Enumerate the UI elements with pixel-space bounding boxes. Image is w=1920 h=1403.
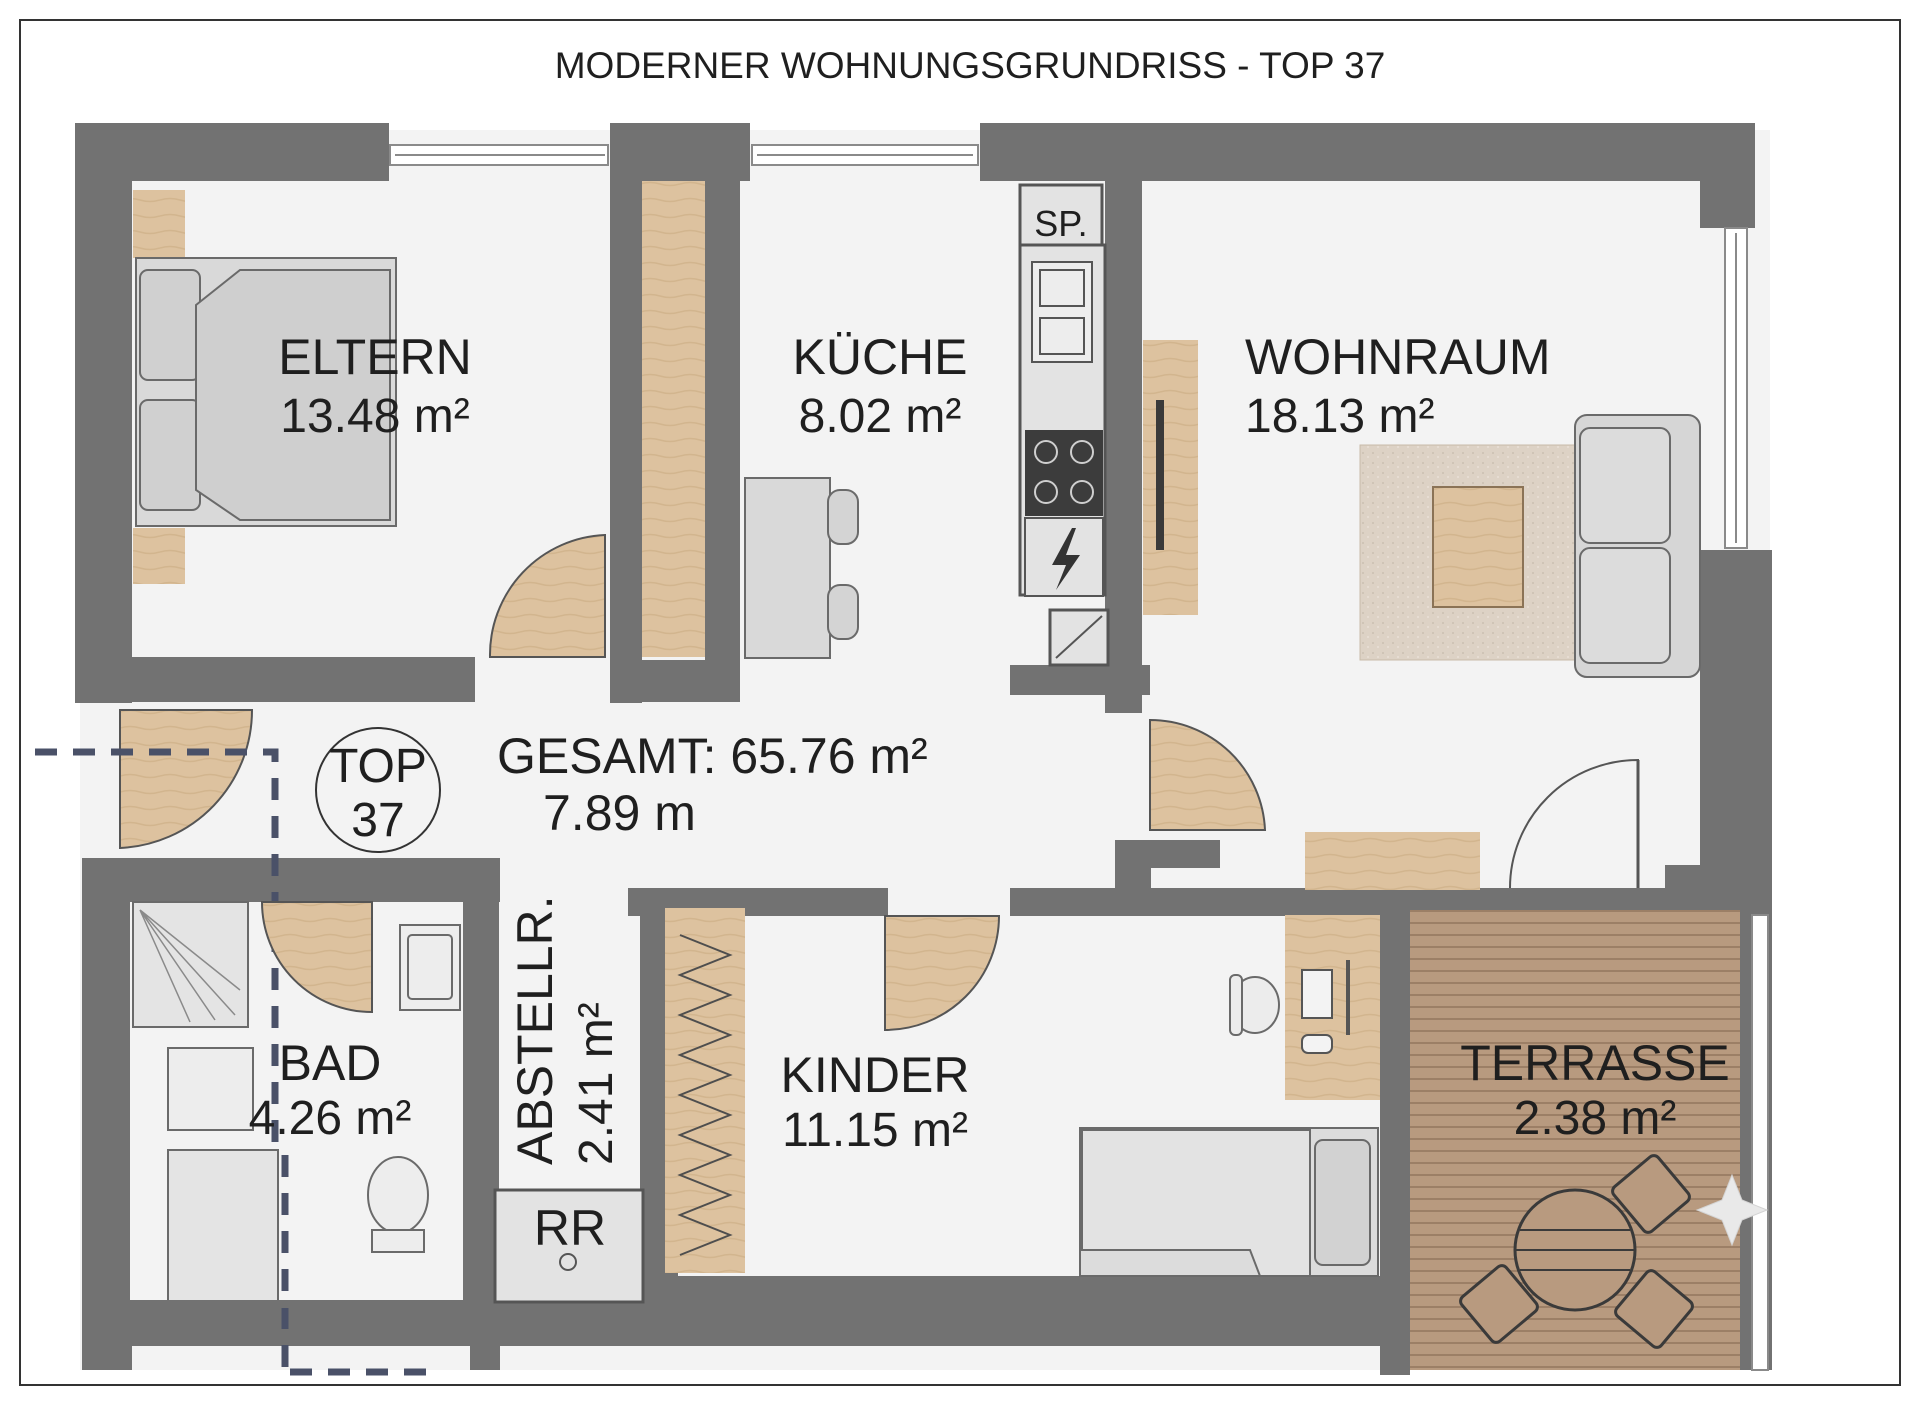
room-area-wohnraum: 18.13 m²: [1245, 390, 1434, 443]
room-name-eltern: ELTERN: [278, 329, 472, 385]
property-boundary-dashed: [35, 748, 440, 1376]
sparkle-icon: [1695, 1173, 1769, 1247]
total-area: GESAMT: 65.76 m²: [497, 728, 928, 784]
kinder-wardrobe: [665, 908, 745, 1273]
nightstand-top: [133, 190, 185, 258]
door-swing-icon: [260, 901, 373, 1014]
sink-basin-top: [1039, 269, 1085, 307]
room-kueche: SP. KÜCHE 8.02 m²: [744, 183, 1110, 667]
hallway-area: 7.89 m: [543, 785, 696, 841]
burner-3: [1034, 480, 1058, 504]
room-name-kinder: KINDER: [781, 1047, 970, 1103]
room-area-terrasse: 2.38 m²: [1514, 1092, 1677, 1145]
sofa-cushion-top: [1579, 427, 1671, 544]
monitor-icon: [1301, 969, 1333, 1019]
kinder-blanket: [1081, 1129, 1311, 1277]
door-swing-icon: [488, 533, 606, 658]
room-eltern: ELTERN 13.48 m²: [133, 181, 705, 658]
rr-drain: [559, 1253, 577, 1271]
tv-sideboard: [1143, 340, 1198, 615]
terrace-chair-2: [1459, 1264, 1539, 1344]
door-swing-icon: [1149, 718, 1267, 831]
room-name-terrasse: TERRASSE: [1460, 1035, 1730, 1091]
sink-bowl: [407, 934, 453, 1000]
room-name-bad: BAD: [279, 1035, 382, 1091]
room-wohnraum: WOHNRAUM 18.13 m²: [1143, 329, 1701, 890]
kinder-pillow: [1314, 1139, 1371, 1266]
bottom-walls: [82, 1300, 500, 1370]
kitchen-table: [744, 477, 831, 659]
sink-basin-bottom: [1039, 317, 1085, 355]
hangers-icon: [677, 934, 733, 1256]
terrace-chair-1: [1611, 1154, 1691, 1234]
bed-blanket: [195, 269, 391, 521]
coffee-table: [1432, 486, 1524, 608]
nightstand-bottom: [133, 528, 185, 584]
window-icon: [389, 144, 1769, 1371]
kinder-shelf: [1305, 832, 1480, 890]
hallway: TOP 37 GESAMT: 65.76 m² 7.89 m: [35, 709, 928, 1376]
rr-box: [493, 1188, 645, 1304]
sofa-cushion-bottom: [1579, 547, 1671, 664]
burner-1: [1034, 440, 1058, 464]
toilet-icon: [367, 1156, 429, 1234]
room-name-kueche: KÜCHE: [792, 329, 967, 385]
rr-label: RR: [534, 1200, 606, 1256]
room-area-kinder: 11.15 m²: [782, 1104, 968, 1157]
room-area-kueche: 8.02 m²: [799, 390, 962, 443]
room-terrasse: TERRASSE 2.38 m²: [1410, 910, 1740, 1370]
bathtub: [167, 1149, 279, 1306]
room-area-eltern: 13.48 m²: [280, 390, 469, 443]
room-name-abstellraum: ABSTELLR.: [507, 895, 563, 1165]
unit-badge-line2: 37: [351, 794, 404, 847]
mouse-icon: [1301, 1034, 1333, 1054]
storage-label: SP.: [1034, 203, 1087, 244]
desk-chair-back: [1229, 974, 1243, 1036]
door-swing-icon: [884, 915, 1001, 1032]
kitchen-chair-top: [827, 489, 859, 545]
room-kinder: KINDER 11.15 m²: [665, 908, 1380, 1277]
sink-icon: [1031, 261, 1093, 363]
tv-icon: [1156, 400, 1164, 550]
room-abstellraum: RR ABSTELLR. 2.41 m²: [493, 895, 645, 1304]
shaft-diagonal: [1055, 615, 1103, 659]
door-swing-icon: [1509, 758, 1639, 889]
room-area-bad: 4.26 m²: [249, 1092, 412, 1145]
door-swing-icon: [119, 709, 254, 850]
kitchen-chair-bottom: [827, 584, 859, 640]
pillow-bottom: [139, 399, 201, 511]
stove-icon: [1025, 430, 1103, 516]
room-bad: BAD 4.26 m²: [132, 901, 461, 1306]
shower-spray: [139, 909, 241, 1023]
room-area-abstellraum: 2.41 m²: [570, 1002, 623, 1165]
burner-2: [1070, 440, 1094, 464]
plan-title: MODERNER WOHNUNGSGRUNDRISS - TOP 37: [555, 45, 1386, 86]
storage-sp: [1018, 183, 1104, 247]
vanity-sink: [399, 924, 461, 1011]
washing-machine: [167, 1047, 254, 1131]
unit-badge-line1: TOP: [329, 740, 427, 793]
lightning-bolt-icon: [1052, 528, 1080, 590]
room-name-wohnraum: WOHNRAUM: [1245, 329, 1551, 385]
table-slats: [1516, 1229, 1634, 1271]
burner-4: [1070, 480, 1094, 504]
pillow-top: [139, 269, 201, 381]
unit-badge: [315, 727, 441, 853]
terrace-chair-3: [1614, 1269, 1694, 1349]
wardrobe: [642, 181, 705, 657]
toilet-tank: [371, 1229, 425, 1253]
